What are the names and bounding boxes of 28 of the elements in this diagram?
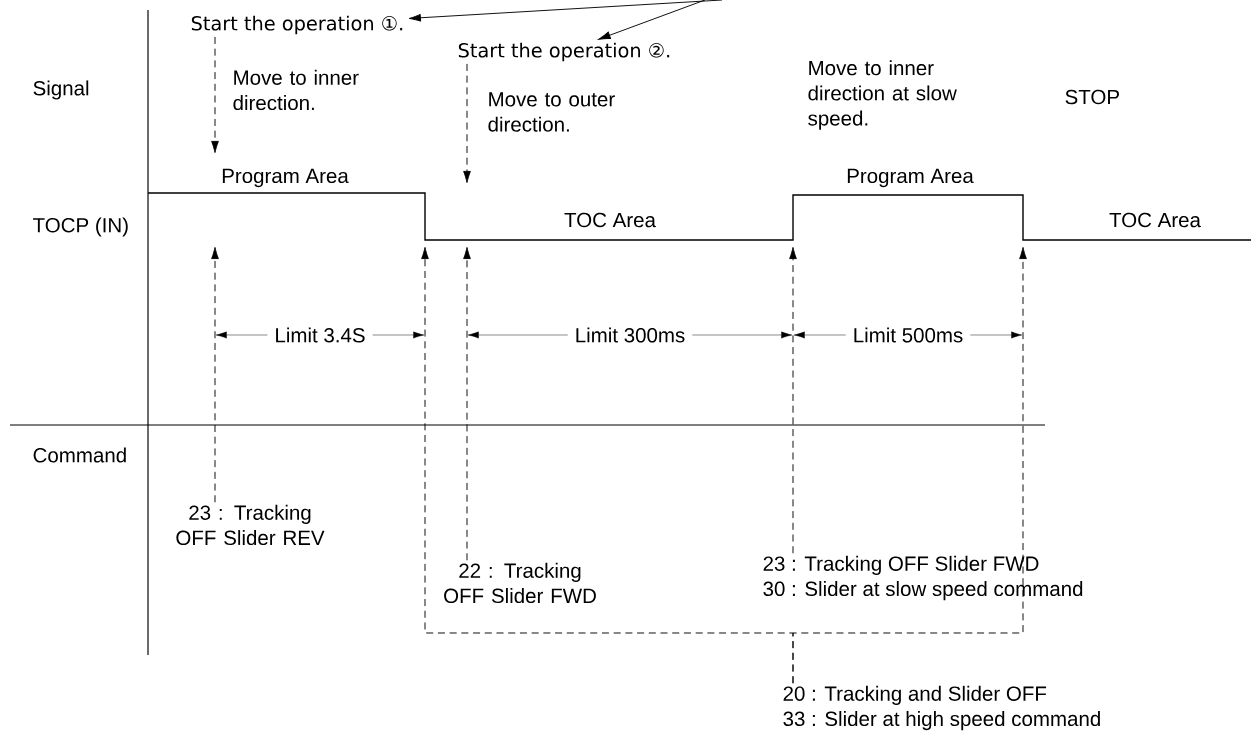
area-label: Program Area [222,168,349,188]
dashed-arrow [789,247,797,554]
arrow [598,0,706,40]
area-label: TOC Area [1109,212,1201,228]
row-label: TOCP (IN) [33,217,128,237]
dashed-arrow [792,247,1027,684]
command-text: 22 : Tracking OFF Slider FWD [444,562,596,604]
dimension-line: Limit 3.4S [215,325,425,345]
command-text: 23 : Tracking OFF Slider FWD 30 : Slider at slow speed command [763,555,1083,601]
operation-text: Start the operation ①. [191,15,403,35]
row-label: Command [33,447,126,463]
dimension-line: Limit 500ms [793,325,1023,345]
dashed-arrow [211,247,219,503]
operation-text: Start the operation ②. [458,42,670,62]
area-label: Program Area [847,168,974,188]
annotation-text: Move to inner direction at slow speed. [808,60,957,130]
command-text: 23 : Tracking OFF Slider REV [176,504,325,546]
row-label: Signal [33,80,89,100]
dashed-arrow [211,36,219,153]
annotation-text: STOP [1065,89,1119,105]
dashed-arrow [463,63,471,183]
area-label: TOC Area [564,212,656,228]
dimension-line: Limit 300ms [467,325,793,345]
annotation-text: Move to inner direction. [233,69,359,111]
dashed-arrow [463,247,471,561]
arrow [408,0,723,22]
annotation-text: Move to outer direction. [488,92,615,132]
command-text: 20 : Tracking and Slider OFF 33 : Slider at high speed command [783,685,1100,731]
